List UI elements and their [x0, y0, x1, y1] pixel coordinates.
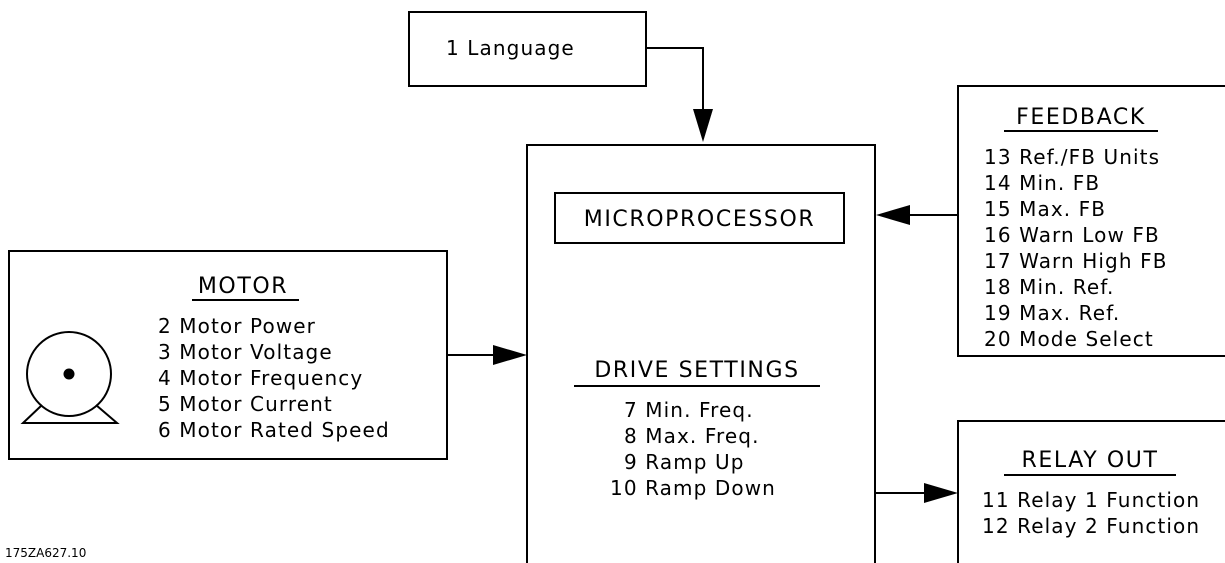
- feedback-arrowhead: [876, 205, 910, 225]
- feedback-item: 13 Ref./FB Units: [984, 145, 1160, 169]
- drive-settings-item: 9 Ramp Up: [624, 450, 745, 474]
- motor-item: 3 Motor Voltage: [158, 340, 333, 364]
- feedback-item: 16 Warn Low FB: [984, 223, 1160, 247]
- drive-settings-item: 10 Ramp Down: [610, 476, 776, 500]
- microprocessor-outer-box: [526, 144, 876, 563]
- motor-item: 5 Motor Current: [158, 392, 333, 416]
- relay-out-box: [957, 420, 1225, 563]
- drawing-number: 175ZA627.10: [5, 546, 86, 560]
- motor-item: 6 Motor Rated Speed: [158, 418, 390, 442]
- relay-out-item: 11 Relay 1 Function: [982, 488, 1200, 512]
- feedback-item: 15 Max. FB: [984, 197, 1106, 221]
- language-label: 1 Language: [446, 36, 575, 60]
- language-arrowhead: [693, 109, 713, 142]
- drive-settings-item: 7 Min. Freq.: [624, 398, 754, 422]
- language-connector: [646, 47, 704, 110]
- feedback-box: [957, 85, 1225, 357]
- relay-out-item: 12 Relay 2 Function: [982, 514, 1200, 538]
- motor-title: MOTOR: [198, 274, 288, 299]
- motor-item: 4 Motor Frequency: [158, 366, 363, 390]
- microprocessor-title-box: [554, 192, 845, 244]
- drive-settings-title: DRIVE SETTINGS: [594, 358, 799, 383]
- motor-item: 2 Motor Power: [158, 314, 316, 338]
- motor-arrowhead: [493, 345, 527, 365]
- relay-arrowhead: [924, 483, 958, 503]
- feedback-item: 20 Mode Select: [984, 327, 1154, 351]
- feedback-item: 19 Max. Ref.: [984, 301, 1120, 325]
- relay-out-title: RELAY OUT: [1022, 448, 1159, 473]
- feedback-item: 14 Min. FB: [984, 171, 1100, 195]
- motor-icon: [20, 331, 120, 424]
- feedback-item: 18 Min. Ref.: [984, 275, 1114, 299]
- feedback-item: 17 Warn High FB: [984, 249, 1168, 273]
- drive-settings-item: 8 Max. Freq.: [624, 424, 760, 448]
- feedback-title: FEEDBACK: [1016, 105, 1146, 130]
- microprocessor-title: MICROPROCESSOR: [584, 207, 816, 232]
